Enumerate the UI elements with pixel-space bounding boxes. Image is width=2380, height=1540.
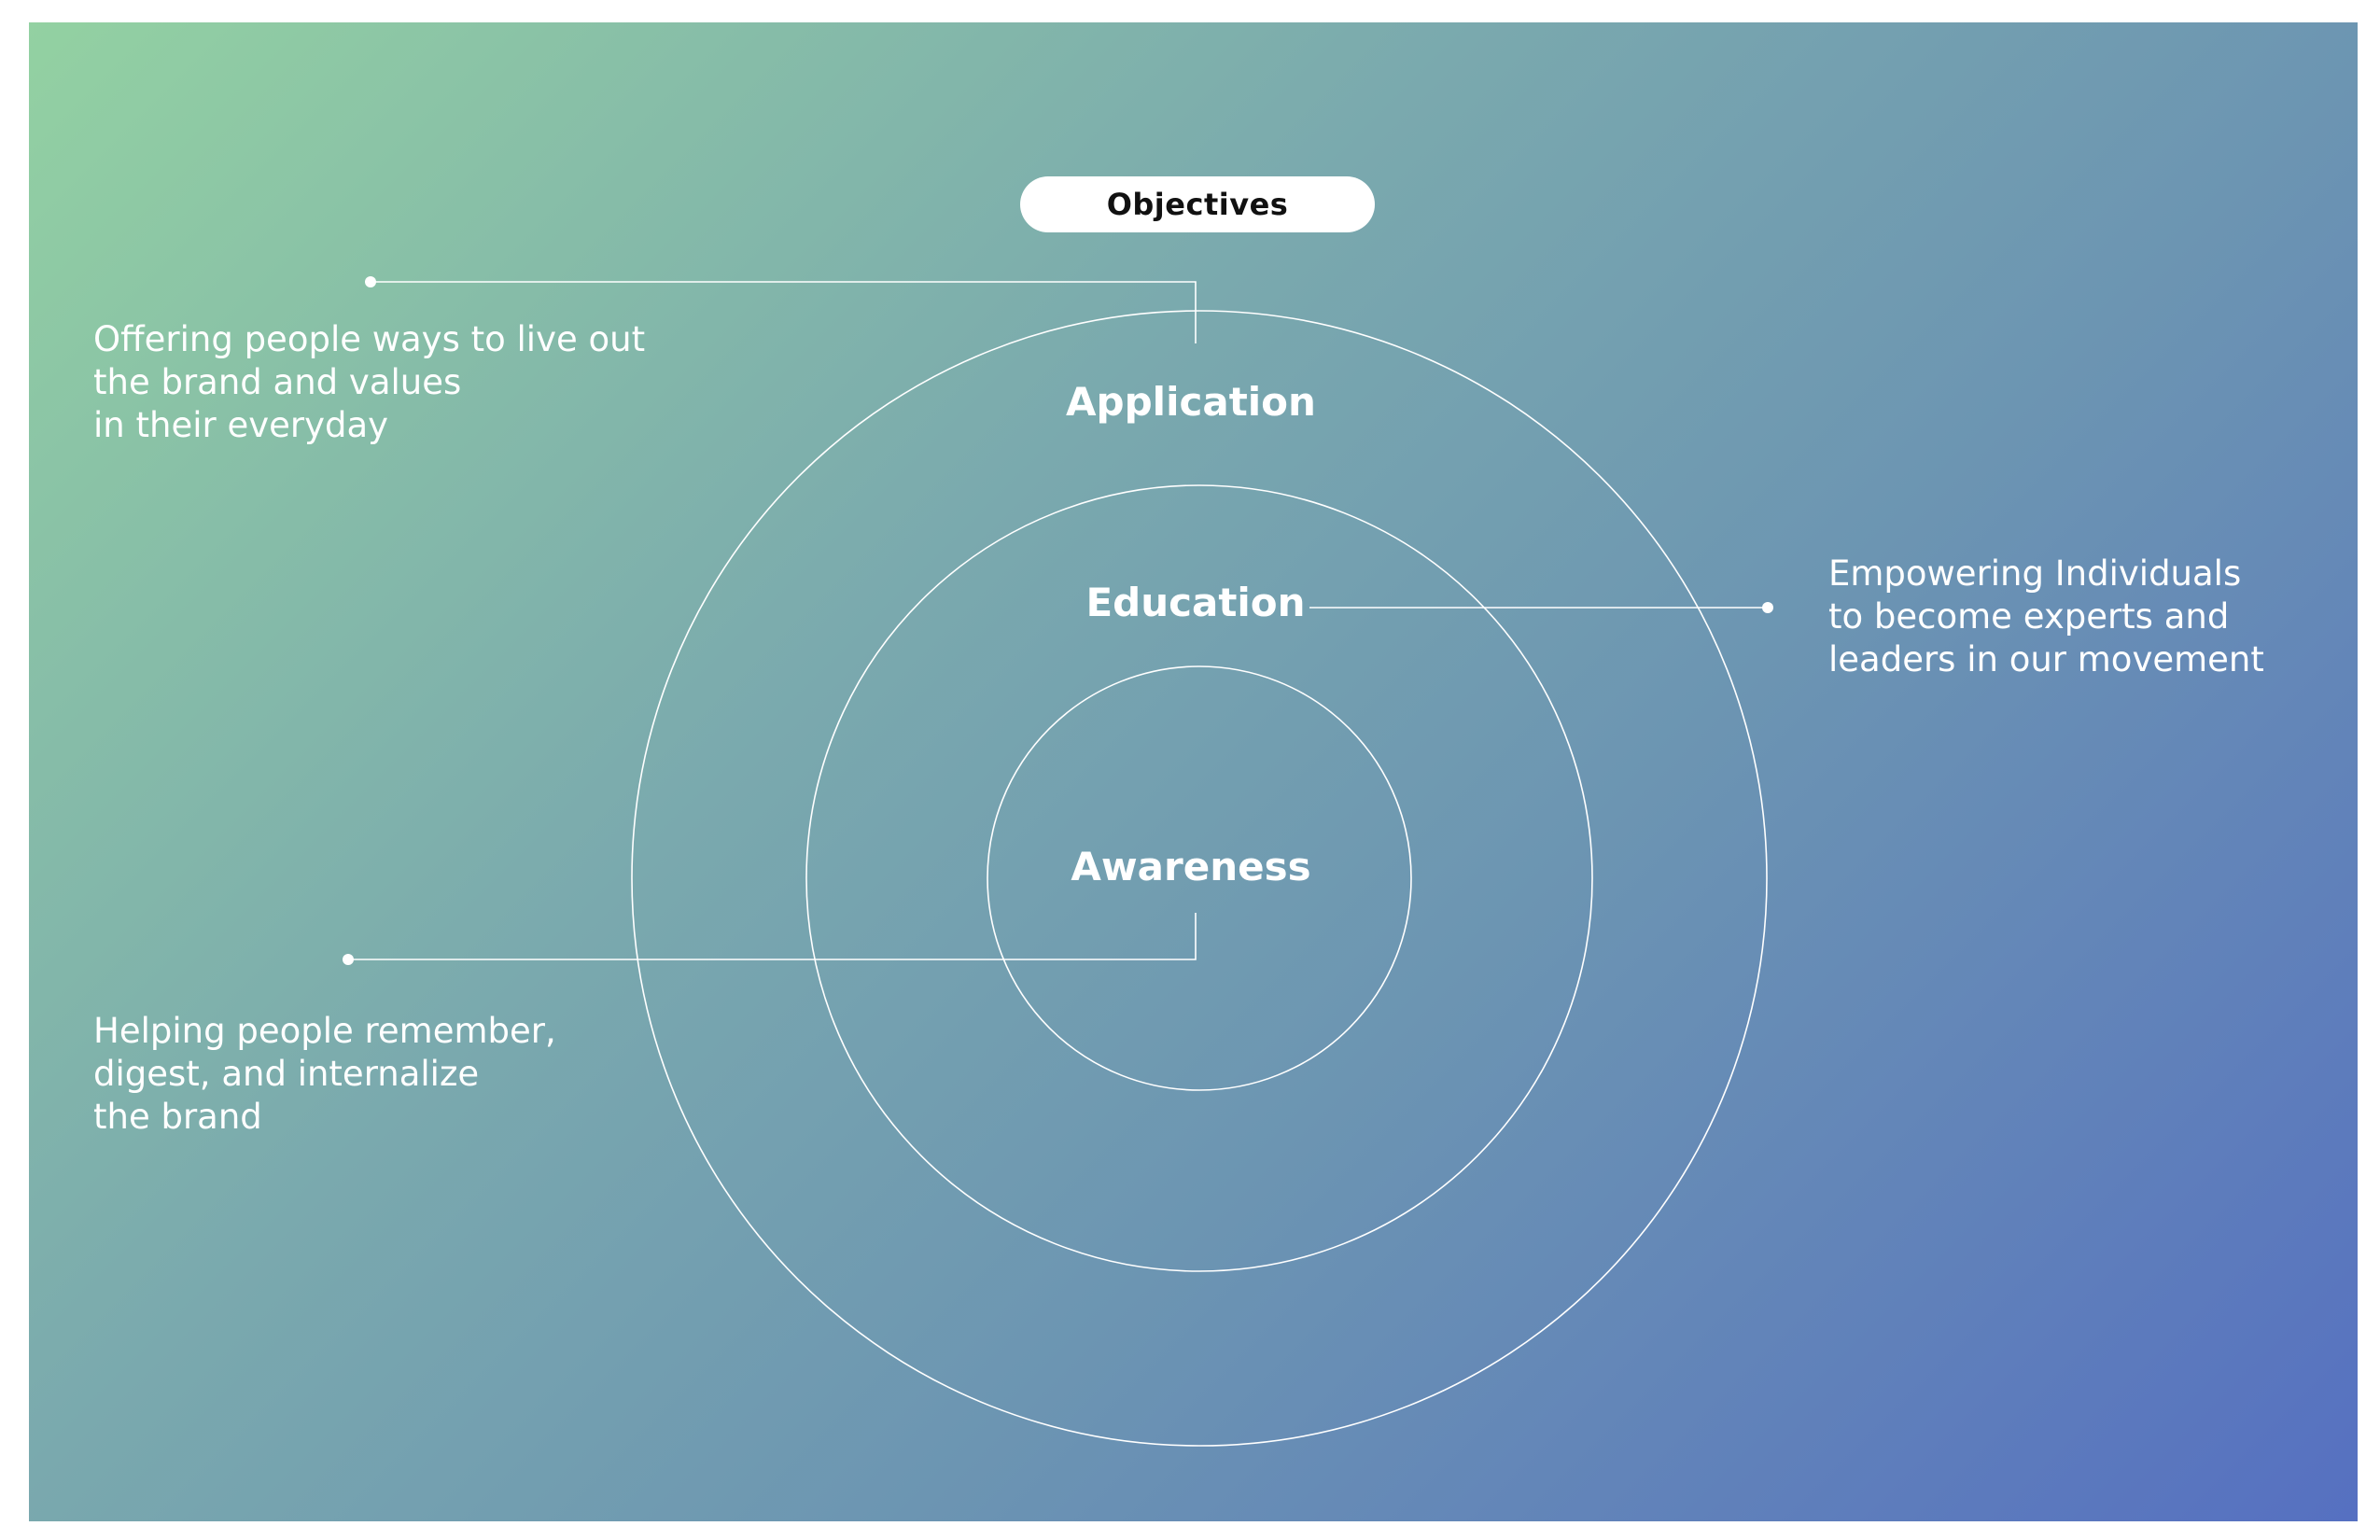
diagram-panel: Objectives Application Education Awarene…: [29, 22, 2358, 1521]
awareness-label: Awareness: [1071, 844, 1311, 889]
application-description: Offering people ways to live out the bra…: [93, 318, 645, 447]
application-connector-dot: [365, 276, 376, 287]
awareness-description-line: the brand: [93, 1097, 262, 1137]
awareness-description: Helping people remember, digest, and int…: [93, 1010, 556, 1139]
awareness-connector-dot: [343, 954, 354, 965]
inner-ring: [987, 665, 1412, 1091]
education-label: Education: [1085, 580, 1306, 625]
awareness-description-line: Helping people remember,: [93, 1011, 556, 1051]
outer-ring: [631, 310, 1768, 1447]
education-description-line: Empowering Individuals: [1828, 553, 2242, 594]
education-description: Empowering Individuals to become experts…: [1828, 553, 2264, 681]
concentric-rings: [343, 276, 1773, 1447]
application-description-line: in their everyday: [93, 405, 389, 445]
middle-ring: [805, 484, 1593, 1272]
application-description-line: the brand and values: [93, 362, 462, 402]
objectives-pill: Objectives: [1020, 176, 1375, 232]
education-description-line: leaders in our movement: [1828, 639, 2264, 679]
education-connector-dot: [1762, 602, 1773, 613]
awareness-description-line: digest, and internalize: [93, 1054, 480, 1094]
application-description-line: Offering people ways to live out: [93, 319, 646, 359]
application-connector-line: [371, 281, 1197, 343]
application-label: Application: [1066, 379, 1316, 425]
awareness-connector-line: [348, 913, 1197, 960]
education-description-line: to become experts and: [1828, 596, 2230, 637]
